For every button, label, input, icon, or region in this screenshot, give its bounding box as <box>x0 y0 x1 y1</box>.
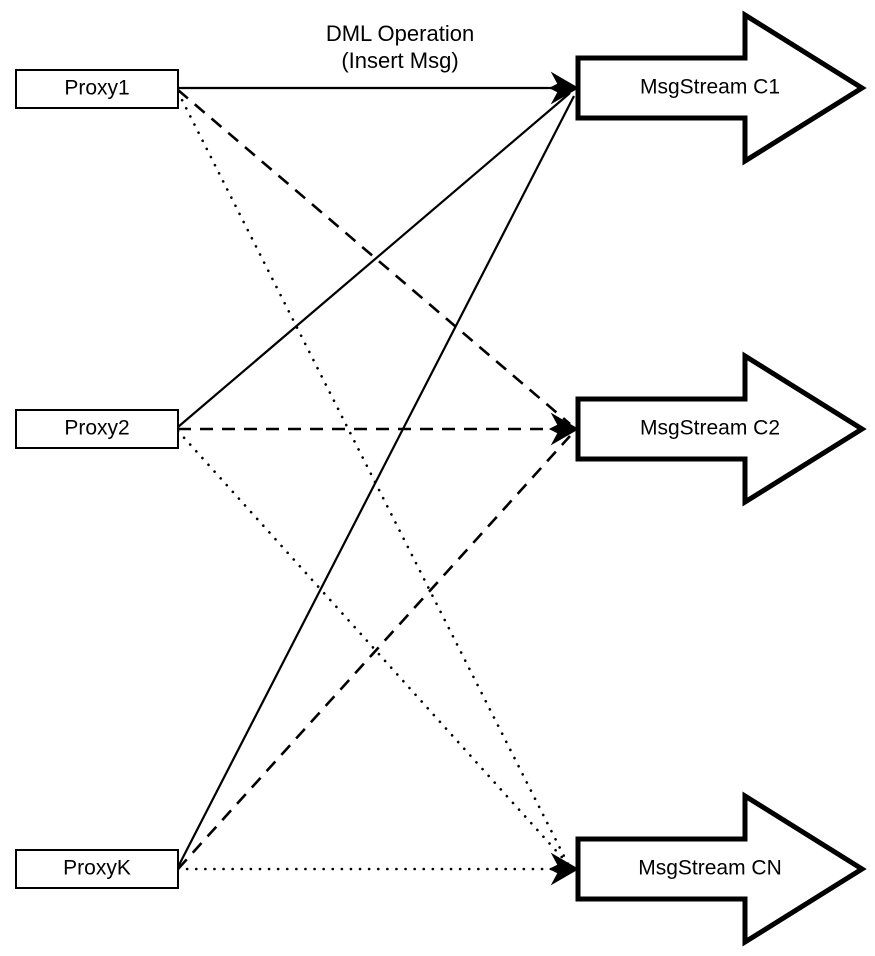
target-node-stream_cn[interactable]: MsgStream CN <box>575 791 867 947</box>
annotation-line-2: (Insert Msg) <box>341 48 458 73</box>
edge-proxy2-to-stream_c1 <box>177 92 571 428</box>
edge-proxyk-to-stream_c1 <box>177 95 575 868</box>
source-node-proxy1[interactable]: Proxy1 <box>15 69 179 109</box>
target-nodes-layer: MsgStream C1 MsgStream C2 MsgStream CN <box>575 10 867 947</box>
edge-proxy1-to-stream_c2 <box>177 89 571 425</box>
target-node-label: MsgStream CN <box>638 857 782 880</box>
target-node-stream_c1[interactable]: MsgStream C1 <box>575 10 867 166</box>
target-node-label: MsgStream C2 <box>640 417 780 440</box>
annotation-group: DML Operation (Insert Msg) <box>326 21 474 73</box>
source-node-label: ProxyK <box>63 857 131 880</box>
arrowhead-head-c1 <box>548 71 580 105</box>
edge-proxy1-to-stream_cn <box>176 90 570 866</box>
target-node-label: MsgStream C1 <box>640 76 780 99</box>
arrowhead-head-cn <box>548 852 580 886</box>
source-node-label: Proxy2 <box>64 417 129 440</box>
annotation-line-1: DML Operation <box>326 21 474 46</box>
edge-proxyk-to-stream_c2 <box>177 435 571 870</box>
arrowhead-head-c2 <box>548 412 580 446</box>
source-node-label: Proxy1 <box>64 77 129 100</box>
edges-layer <box>176 86 575 871</box>
edge-proxy2-to-stream_cn <box>176 429 570 866</box>
source-node-proxy2[interactable]: Proxy2 <box>15 409 179 449</box>
arrowheads-layer <box>548 71 580 886</box>
source-node-proxyk[interactable]: ProxyK <box>15 849 179 889</box>
target-node-stream_c2[interactable]: MsgStream C2 <box>575 351 867 507</box>
